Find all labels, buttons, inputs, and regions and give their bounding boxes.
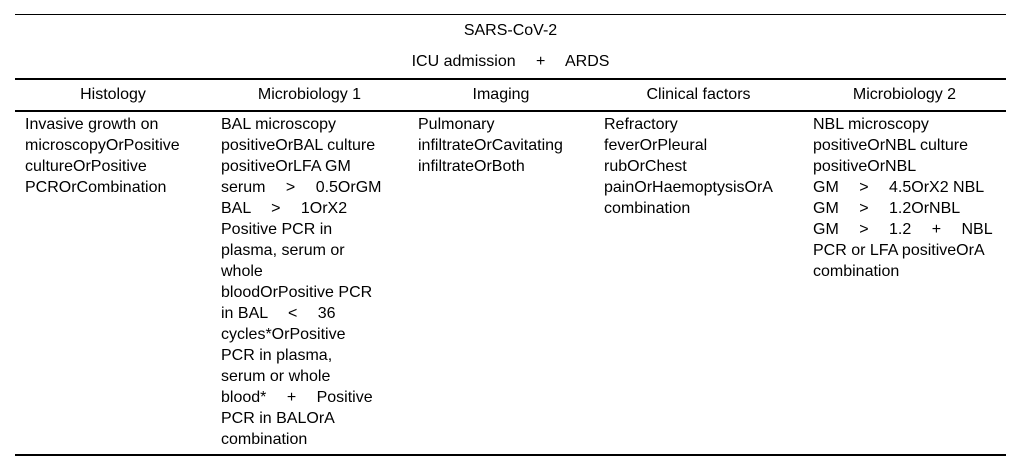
table-title-block: SARS-CoV-2 ICU admission + ARDS [15,14,1006,80]
capa-criteria-table: SARS-CoV-2 ICU admission + ARDS Histolog… [15,14,1006,456]
column-header-microbiology-2: Microbiology 2 [852,86,957,103]
table-title: SARS-CoV-2 [463,22,558,39]
column-header-row: Histology Microbiology 1 Imaging Clinica… [15,80,1006,112]
cell-microbiology-2: NBL microscopy positiveOrNBL culture pos… [813,116,993,280]
table-subtitle: ICU admission + ARDS [411,53,610,70]
table-body-row: Invasive growth on microscopyOrPositive … [15,112,1006,456]
column-header-microbiology-1: Microbiology 1 [257,86,362,103]
cell-microbiology-1: BAL microscopy positiveOrBAL culture pos… [221,116,382,448]
cell-imaging: Pulmonary infiltrateOrCavitating infiltr… [418,116,563,175]
column-header-histology: Histology [80,86,146,103]
column-header-clinical-factors: Clinical factors [646,86,751,103]
cell-clinical-factors: Refractory feverOrPleural rubOrChest pai… [604,116,773,217]
column-header-imaging: Imaging [472,86,530,103]
cell-histology: Invasive growth on microscopyOrPositive … [25,116,180,196]
